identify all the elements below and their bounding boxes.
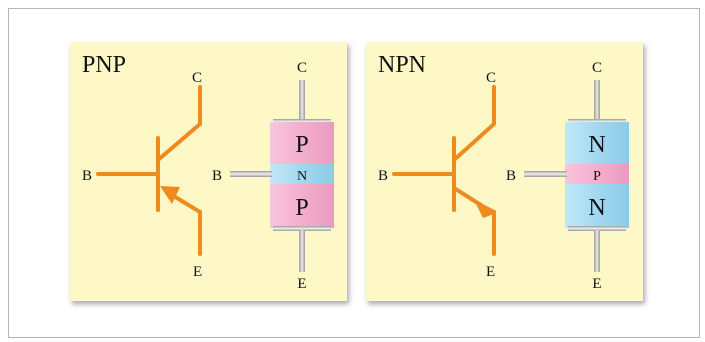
block-emitter-label: E bbox=[297, 276, 306, 292]
layer-label-bottom: P bbox=[295, 195, 308, 221]
block-collector-label: C bbox=[297, 60, 307, 76]
npn-diagram: C B E N P N C B E bbox=[378, 60, 629, 292]
block-collector-label: C bbox=[592, 60, 602, 76]
emitter-wire bbox=[170, 193, 202, 256]
collector-cap bbox=[273, 119, 331, 124]
base-lead bbox=[524, 171, 567, 177]
collector-wire bbox=[452, 85, 496, 162]
p-layer-bottom bbox=[270, 184, 334, 228]
collector-lead bbox=[299, 80, 305, 122]
collector-wire bbox=[156, 85, 202, 162]
layer-label-top: P bbox=[295, 132, 308, 158]
block-base-label: B bbox=[212, 168, 222, 184]
emitter-cap bbox=[568, 226, 626, 231]
collector-label: C bbox=[192, 70, 202, 86]
emitter-label: E bbox=[193, 264, 202, 280]
base-label: B bbox=[82, 168, 92, 184]
emitter-label: E bbox=[486, 264, 495, 280]
layer-label-top: N bbox=[588, 132, 605, 158]
collector-cap bbox=[568, 119, 626, 124]
emitter-lead bbox=[594, 230, 600, 272]
emitter-cap bbox=[273, 226, 331, 231]
emitter-wire bbox=[452, 186, 496, 256]
emitter-lead bbox=[299, 230, 305, 272]
layer-label-middle: N bbox=[297, 169, 307, 184]
p-layer-top bbox=[270, 122, 334, 164]
layer-label-middle: P bbox=[593, 169, 601, 184]
block-base-label: B bbox=[506, 168, 516, 184]
emitter-arrow-inward bbox=[160, 186, 180, 204]
base-label: B bbox=[378, 168, 388, 184]
collector-label: C bbox=[486, 70, 496, 86]
n-layer-bottom bbox=[565, 184, 629, 228]
panel-title: NPN bbox=[378, 52, 427, 78]
n-layer-middle bbox=[270, 164, 334, 184]
npn-panel: NPN C B E bbox=[366, 42, 643, 301]
layer-label-bottom: N bbox=[588, 195, 605, 221]
pnp-panel: PNP C B E bbox=[70, 42, 347, 301]
n-layer-top bbox=[565, 122, 629, 164]
p-layer-middle bbox=[565, 164, 629, 184]
panel-title: PNP bbox=[82, 52, 127, 78]
pnp-diagram: C B E P N P C B E bbox=[82, 60, 334, 292]
emitter-arrow-outward bbox=[476, 204, 494, 218]
base-lead bbox=[230, 171, 272, 177]
collector-lead bbox=[594, 80, 600, 122]
block-emitter-label: E bbox=[592, 276, 601, 292]
